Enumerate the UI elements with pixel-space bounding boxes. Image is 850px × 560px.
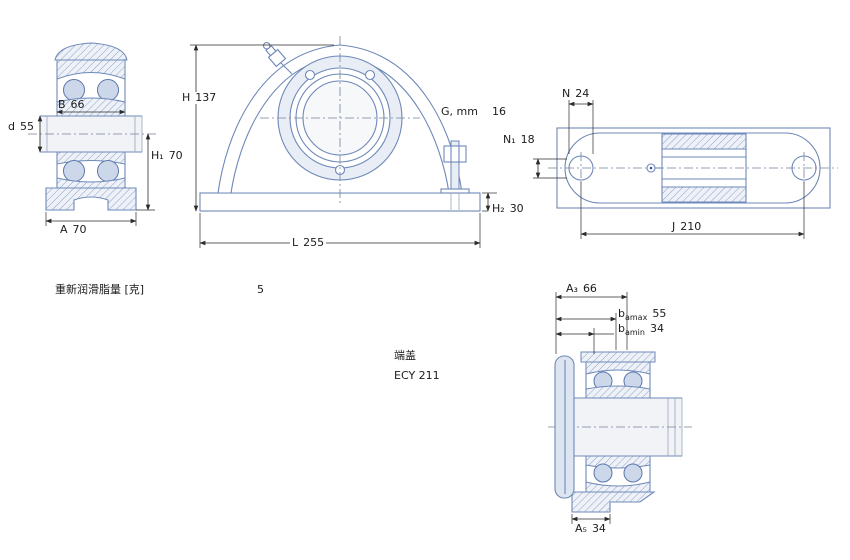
dim-value-L: 255 (303, 236, 325, 249)
side-section-view (548, 351, 692, 513)
dim-label-bamin: bamin 34 (618, 323, 664, 339)
dim-value-H: 137 (195, 91, 217, 104)
dim-label-bamax: bamax 55 (618, 308, 666, 324)
dim-symbol-H: H (182, 91, 191, 104)
grease-quantity-label: 重新润滑脂量 [克] (55, 283, 145, 296)
side-section-dimensions (555, 292, 628, 524)
top-view-dimensions (533, 100, 805, 239)
dim-value-A: 70 (72, 223, 87, 236)
dim-symbol-bamax-sub: amax (624, 313, 648, 323)
endcap-label: 端盖 (394, 349, 416, 362)
dim-symbol-A3: A₃ (566, 282, 578, 295)
dim-value-J: 210 (680, 220, 702, 233)
dim-value-A5: 34 (591, 522, 606, 535)
shaft-section-dimensions (37, 109, 155, 226)
attachment-bolt (440, 140, 470, 210)
dim-label-N1: N₁ 18 (503, 134, 535, 146)
end-cover (554, 355, 575, 499)
dim-symbol-bamin: b (618, 322, 625, 335)
dim-symbol-H2: H₂ (492, 202, 505, 215)
dim-value-H2: 30 (509, 202, 524, 215)
front-view (199, 36, 481, 212)
dim-label-L: L 255 (290, 236, 327, 249)
dim-symbol-A: A (60, 223, 68, 236)
dim-label-d: d 55 (8, 121, 34, 133)
dim-label-H2: H₂ 30 (492, 203, 524, 215)
dim-symbol-N: N (562, 87, 571, 100)
grease-nipple-icon (262, 41, 293, 75)
dim-label-J: J 210 (672, 221, 701, 233)
dim-symbol-bamax: b (618, 307, 625, 320)
dim-label-A5: A₅ 34 (575, 523, 606, 535)
dim-symbol-d: d (8, 120, 15, 133)
grease-quantity-value: 5 (257, 283, 264, 296)
dim-label-H1: H₁ 70 (151, 150, 183, 162)
dim-symbol-G: G, mm (441, 105, 478, 118)
dim-value-B: 66 (70, 98, 85, 111)
dim-symbol-bamin-sub: amin (624, 328, 645, 338)
dim-label-A: A 70 (60, 224, 87, 236)
endcap-designation: ECY 211 (394, 369, 440, 382)
dim-value-A3: 66 (582, 282, 597, 295)
shaft-section-view (28, 42, 156, 211)
dim-label-H: H 137 (180, 91, 219, 104)
dim-value-H1: 70 (168, 149, 183, 162)
dim-symbol-A5: A₅ (575, 522, 587, 535)
dim-label-B: B 66 (58, 99, 85, 111)
dim-value-bamax: 55 (652, 307, 667, 320)
dim-label-G: G, mm 16 (441, 106, 506, 118)
dim-symbol-N1: N₁ (503, 133, 516, 146)
dim-label-A3: A₃ 66 (566, 283, 597, 295)
dim-symbol-B: B (58, 98, 66, 111)
dim-label-N: N 24 (562, 88, 589, 100)
dim-symbol-H1: H₁ (151, 149, 164, 162)
dim-symbol-L: L (292, 236, 299, 249)
dim-symbol-J: J (672, 220, 676, 233)
top-view (548, 127, 838, 209)
dim-value-bamin: 34 (649, 322, 664, 335)
dim-value-N1: 18 (520, 133, 535, 146)
dim-value-G: 16 (491, 105, 506, 118)
front-view-dimensions (190, 44, 497, 248)
dim-value-d: 55 (19, 120, 34, 133)
dim-value-N: 24 (575, 87, 590, 100)
